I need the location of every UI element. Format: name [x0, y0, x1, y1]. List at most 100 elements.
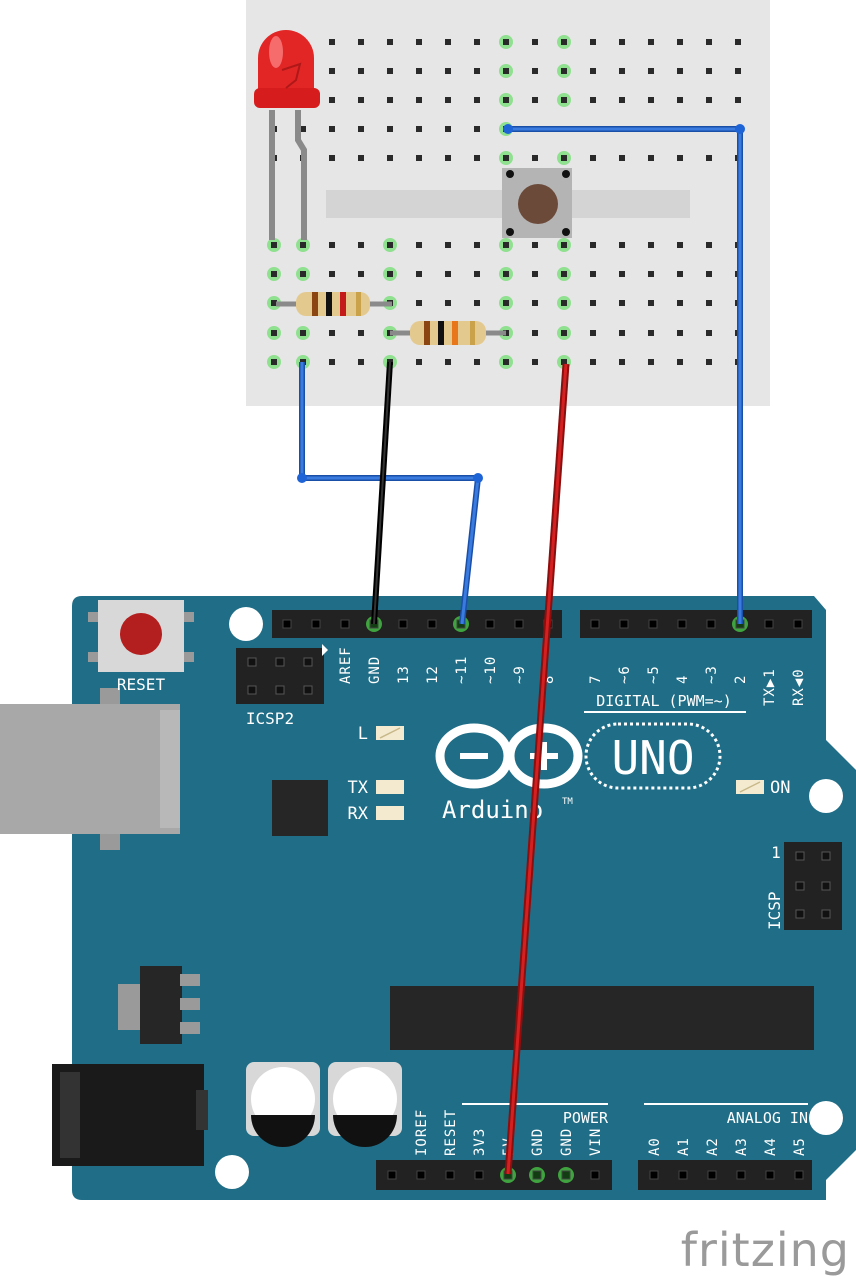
breadboard-hole	[474, 242, 480, 248]
breadboard-hole	[561, 330, 567, 336]
pin-label: 3V3	[472, 1128, 488, 1156]
breadboard-hole	[706, 359, 712, 365]
breadboard-hole	[358, 330, 364, 336]
breadboard-hole	[271, 330, 277, 336]
icsp2-header	[236, 644, 328, 704]
pin-label: A0	[647, 1137, 663, 1156]
breadboard-hole	[329, 97, 335, 103]
breadboard-hole	[677, 39, 683, 45]
breadboard-hole	[561, 271, 567, 277]
pin-label: A2	[705, 1137, 721, 1156]
breadboard-hole	[532, 155, 538, 161]
breadboard-hole	[677, 97, 683, 103]
breadboard-hole	[619, 359, 625, 365]
header-pin	[282, 619, 292, 629]
icsp-pin	[795, 909, 805, 919]
breadboard-hole	[329, 271, 335, 277]
header-pin	[706, 619, 716, 629]
breadboard-hole	[706, 39, 712, 45]
breadboard-hole	[416, 155, 422, 161]
led-rx-label: RX	[348, 804, 369, 824]
breadboard-hole	[619, 271, 625, 277]
icsp-label: ICSP	[765, 891, 784, 930]
breadboard-hole	[561, 97, 567, 103]
reset-button[interactable]	[88, 600, 194, 672]
header-pin	[765, 1170, 775, 1180]
breadboard-hole	[445, 300, 451, 306]
breadboard-hole	[590, 97, 596, 103]
breadboard-hole	[619, 97, 625, 103]
reset-label: RESET	[117, 675, 166, 694]
header-pin	[474, 1170, 484, 1180]
breadboard-hole	[735, 68, 741, 74]
pin-label: ~10	[483, 656, 499, 684]
pin-label: 7	[588, 675, 604, 684]
icsp-pin	[821, 881, 831, 891]
breadboard-hole	[706, 68, 712, 74]
led-tx-indicator	[376, 780, 404, 794]
breadboard-hole	[561, 242, 567, 248]
breadboard-hole	[445, 126, 451, 132]
breadboard-hole	[329, 242, 335, 248]
led-on-indicator	[736, 780, 764, 794]
breadboard-hole	[387, 271, 393, 277]
analog-header	[638, 1160, 812, 1190]
header-pin	[427, 619, 437, 629]
breadboard-hole	[561, 68, 567, 74]
breadboard-hole	[648, 97, 654, 103]
breadboard-hole	[619, 330, 625, 336]
pin-label: ~5	[646, 665, 662, 684]
breadboard-hole	[445, 271, 451, 277]
breadboard-hole	[619, 155, 625, 161]
breadboard-hole	[474, 271, 480, 277]
digital-label: DIGITAL (PWM=~)	[596, 692, 731, 710]
breadboard-hole	[648, 39, 654, 45]
breadboard-hole	[474, 68, 480, 74]
header-pin	[590, 1170, 600, 1180]
header-pin	[648, 619, 658, 629]
breadboard-hole	[590, 68, 596, 74]
pin-label: GND	[559, 1128, 575, 1156]
wire-blue-pin2	[503, 124, 745, 624]
breadboard-hole	[358, 68, 364, 74]
breadboard-hole	[590, 155, 596, 161]
breadboard-hole	[358, 271, 364, 277]
header-pin	[416, 1170, 426, 1180]
wire-red-5v	[504, 363, 570, 1175]
breadboard-hole	[619, 300, 625, 306]
breadboard-hole	[445, 39, 451, 45]
header-pin	[619, 619, 629, 629]
pin-label: A4	[763, 1137, 779, 1156]
breadboard-hole	[619, 242, 625, 248]
digital-header-left	[272, 610, 562, 638]
breadboard-hole	[706, 271, 712, 277]
breadboard-hole	[503, 39, 509, 45]
icsp-pin	[821, 851, 831, 861]
breadboard-hole	[677, 300, 683, 306]
led-l-indicator	[376, 726, 404, 740]
breadboard-hole	[300, 271, 306, 277]
icsp-pin	[247, 657, 257, 667]
pin-label: A1	[676, 1137, 692, 1156]
pin-label: AREF	[338, 646, 354, 684]
breadboard-hole	[735, 97, 741, 103]
breadboard-hole	[648, 155, 654, 161]
power-label: POWER	[563, 1109, 609, 1127]
led-legs	[269, 110, 307, 240]
breadboard-hole	[271, 271, 277, 277]
breadboard-hole	[532, 271, 538, 277]
breadboard-hole	[590, 271, 596, 277]
led-tx-label: TX	[348, 778, 369, 798]
header-pin	[677, 619, 687, 629]
pin-label: 8	[541, 675, 557, 684]
pushbutton[interactable]	[502, 168, 572, 238]
breadboard-hole	[677, 359, 683, 365]
breadboard-hole	[387, 126, 393, 132]
breadboard-hole	[648, 68, 654, 74]
header-pin	[340, 619, 350, 629]
arduino-logo-icon	[435, 722, 722, 790]
breadboard-hole	[677, 155, 683, 161]
breadboard-hole	[706, 242, 712, 248]
breadboard-hole	[387, 97, 393, 103]
